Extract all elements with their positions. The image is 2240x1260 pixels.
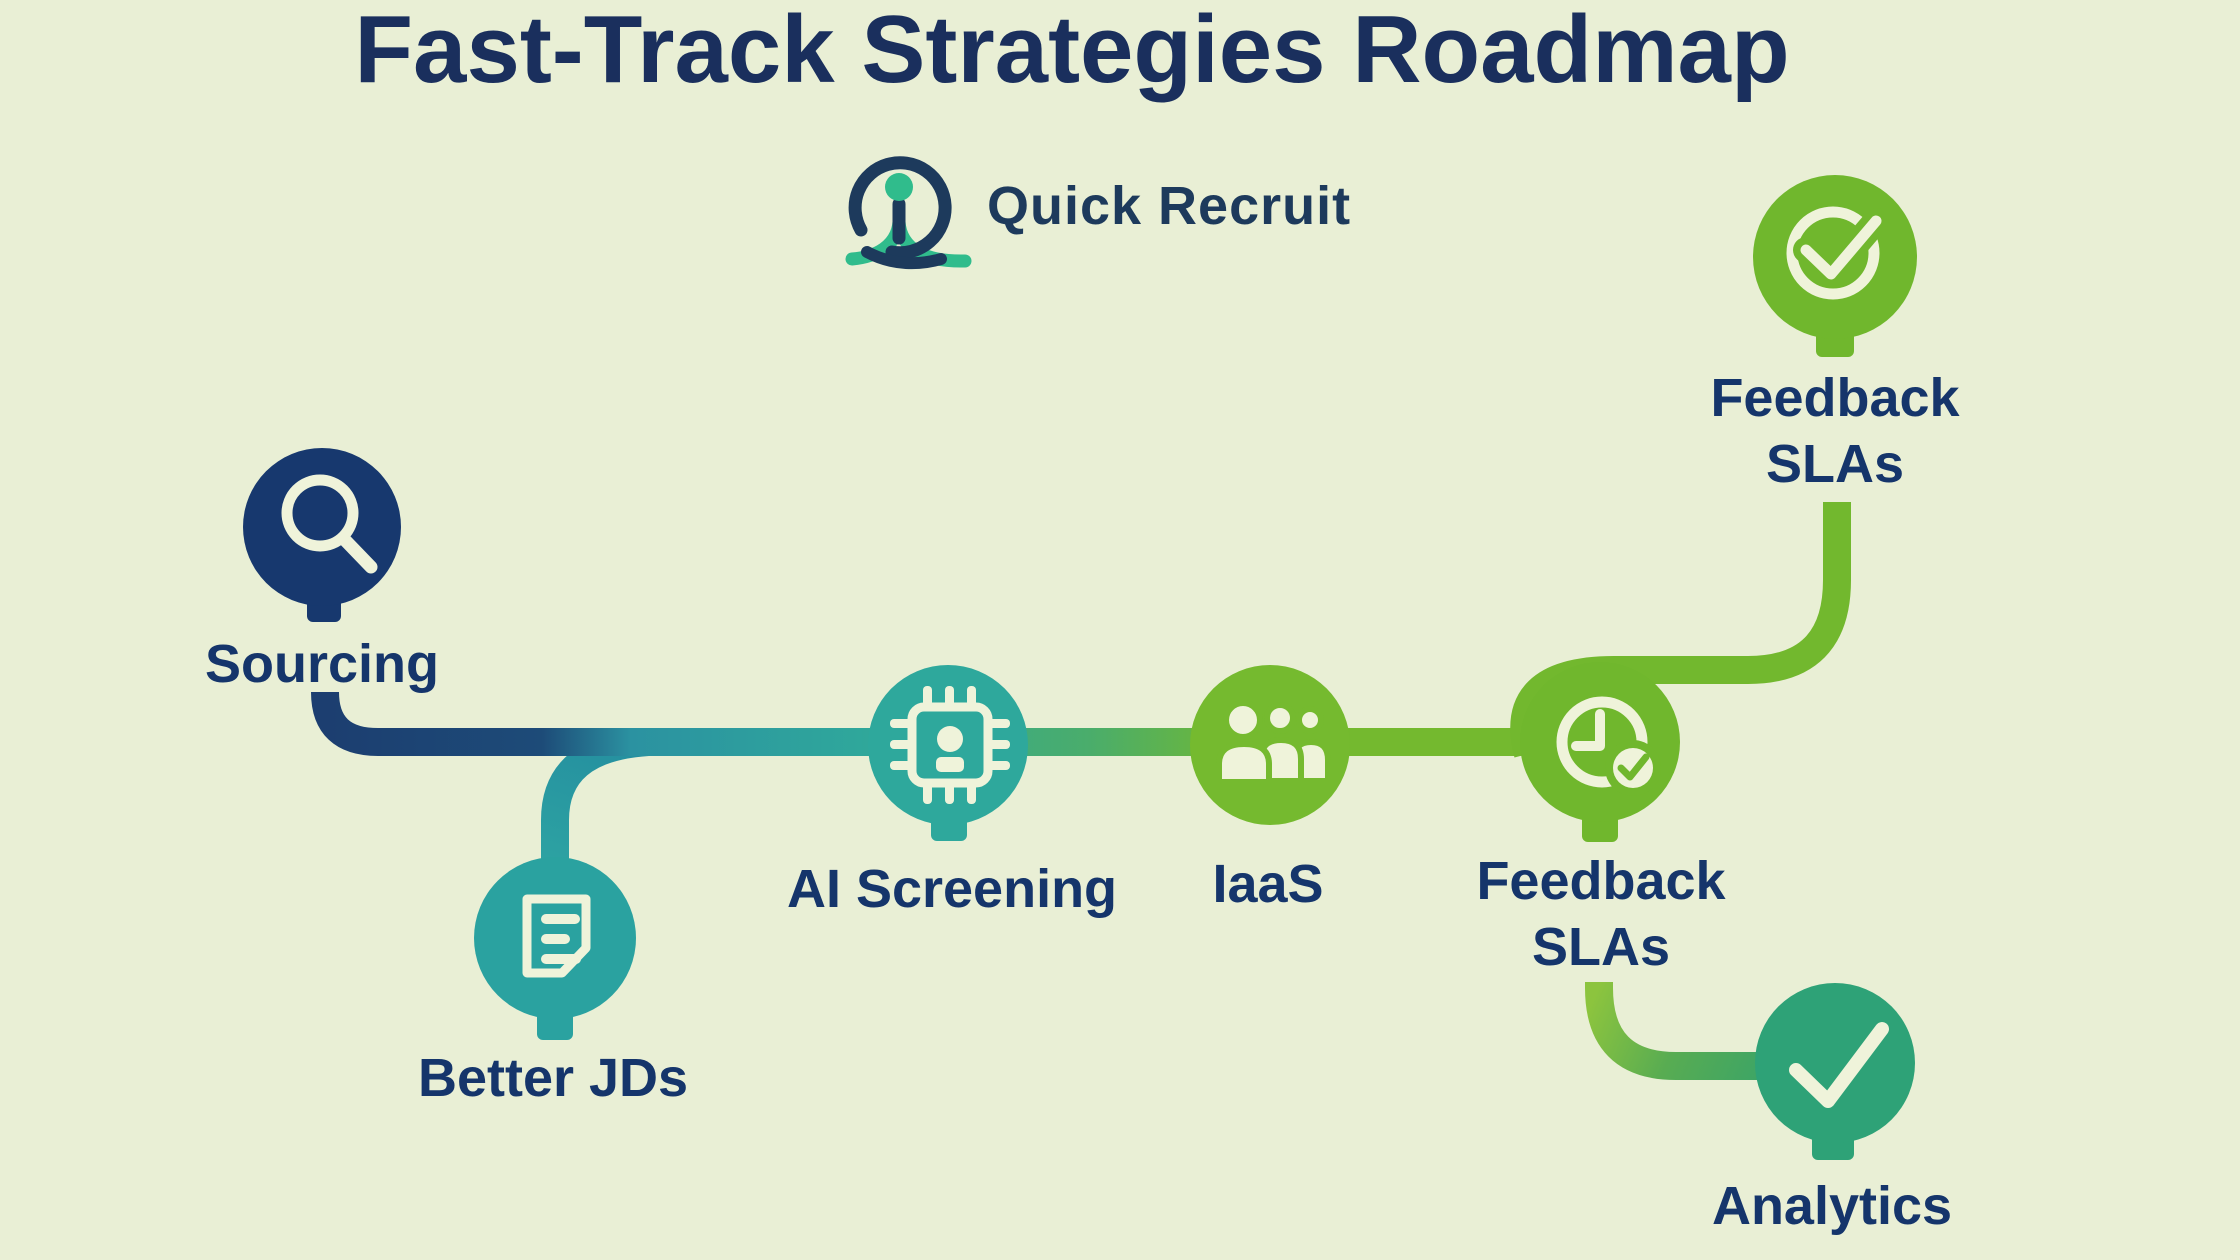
node-label-line: Feedback	[1476, 851, 1726, 911]
edge-main-line	[311, 691, 1600, 756]
edge-feedback-to-analytics	[1585, 982, 1792, 1080]
node-sourcing	[243, 448, 401, 622]
logo-text: Quick Recruit	[987, 176, 1352, 236]
node-circle	[1755, 983, 1915, 1143]
node-analytics	[1755, 983, 1915, 1160]
edge-sourcing-better-jds	[541, 728, 650, 860]
search-icon	[281, 474, 378, 574]
check-icon	[1789, 1022, 1889, 1108]
node-label-sourcing: Sourcing	[204, 634, 440, 694]
node-better-jds	[474, 857, 636, 1040]
node-label-ai-screening: AI Screening	[786, 859, 1118, 919]
circle-check-icon	[1786, 206, 1889, 300]
node-label-line: Feedback	[1710, 368, 1960, 428]
node-ai-screening	[868, 665, 1028, 841]
node-label-line: SLAs	[1531, 917, 1671, 977]
quick-recruit-logo-icon	[845, 156, 972, 270]
node-iaas	[1190, 665, 1350, 825]
chip-icon	[890, 686, 1010, 804]
page-title: Fast-Track Strategies Roadmap	[354, 0, 1790, 103]
node-label-feedback-slas: Feedback SLAs	[1476, 848, 1725, 980]
people-icon	[1216, 700, 1331, 785]
node-label-better-jds: Better JDs	[417, 1048, 689, 1108]
clock-check-icon	[1556, 696, 1661, 796]
node-label-feedback-slas-top: Feedback SLAs	[1710, 365, 1959, 497]
node-feedback-slas-top	[1753, 175, 1917, 357]
node-label-analytics: Analytics	[1711, 1176, 1953, 1236]
document-icon	[522, 894, 591, 978]
node-feedback-slas	[1520, 662, 1680, 842]
node-circle	[243, 448, 401, 606]
node-label-iaas: IaaS	[1212, 854, 1324, 914]
node-label-line: SLAs	[1765, 434, 1905, 494]
